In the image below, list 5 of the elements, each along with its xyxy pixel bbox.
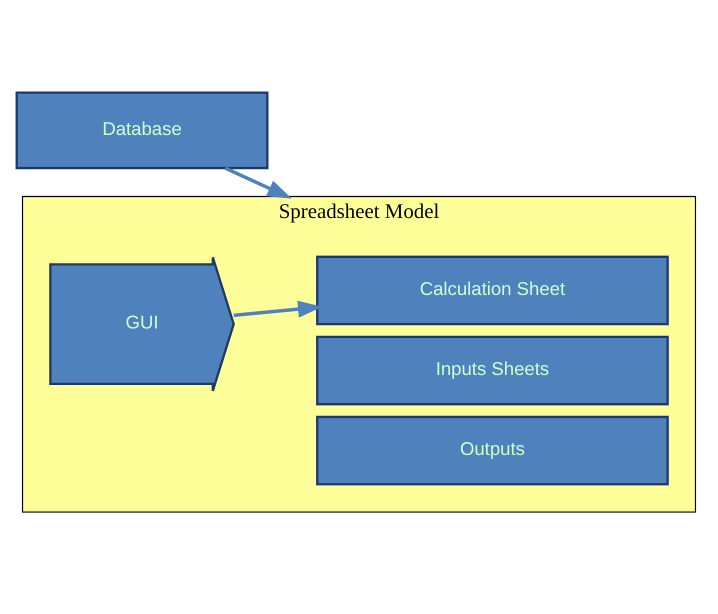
arrow	[224, 166, 292, 199]
node-box: Outputs	[316, 416, 669, 486]
node-box: Calculation Sheet	[316, 256, 669, 326]
node-box: Database	[16, 91, 268, 170]
node-box: Inputs Sheets	[316, 336, 669, 406]
